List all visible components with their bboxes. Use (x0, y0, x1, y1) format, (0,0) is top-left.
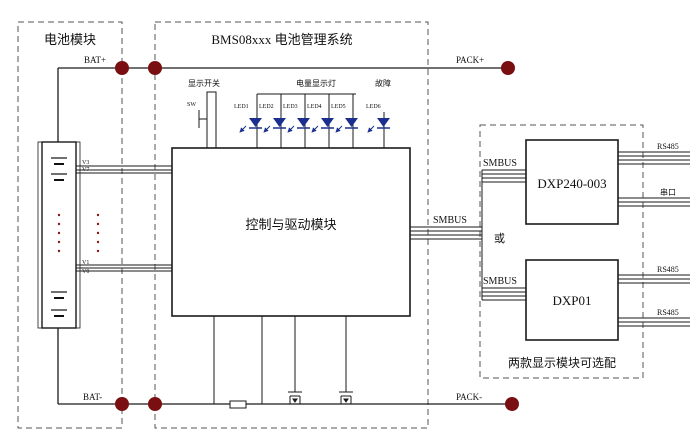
led-4 (311, 118, 334, 133)
battery-module-frame (17, 21, 123, 429)
dxp240-rs485-label: RS485 (657, 142, 679, 151)
led-6 (367, 118, 390, 133)
display-options-frame (479, 124, 644, 379)
battery-pack (37, 141, 100, 329)
smbus-main-label: SMBUS (433, 215, 467, 226)
bat-minus-terminal (115, 397, 129, 411)
pack-plus-terminal (501, 61, 515, 75)
tap-label-v7: V7 (82, 167, 89, 173)
bms-minus-terminal (148, 397, 162, 411)
dxp240-module (525, 139, 619, 225)
fault-title: 故障 (375, 78, 391, 88)
battery-module-title: 电池模块 (44, 33, 96, 48)
mosfet-1 (288, 391, 302, 404)
led-label-3: LED3 (283, 104, 298, 110)
led-2 (263, 118, 286, 133)
led-label-1: LED1 (234, 104, 249, 110)
control-driver-label: 控制与驱动模块 (245, 218, 336, 233)
pack-minus-label: PACK- (456, 392, 482, 402)
led-1 (239, 118, 262, 133)
led-group-title: 电量显示灯 (296, 78, 336, 88)
smbus-dxp01-label: SMBUS (483, 276, 517, 287)
bat-plus-label: BAT+ (84, 55, 106, 65)
control-driver-module (171, 147, 411, 317)
dxp01-module (525, 259, 619, 341)
bms-system-title: BMS08xxx 电池管理系统 (211, 32, 352, 47)
dxp01-rs485-label-1: RS485 (657, 265, 679, 274)
led-3 (287, 118, 310, 133)
tap-label-v1: V1 (82, 260, 89, 266)
led-label-2: LED2 (259, 104, 274, 110)
tap-label-v3: V3 (82, 160, 89, 166)
dxp01-rs485-label-2: RS485 (657, 308, 679, 317)
pack-minus-terminal (505, 397, 519, 411)
switch-name: SW (187, 102, 196, 108)
tap-label-v0: V0 (82, 269, 89, 275)
bat-minus-label: BAT- (83, 392, 102, 402)
display-switch (198, 91, 217, 148)
bms-system-frame (154, 21, 429, 429)
led-5 (335, 118, 358, 133)
smbus-dxp240-label: SMBUS (483, 158, 517, 169)
shunt-resistor (229, 400, 247, 409)
led-label-5: LED5 (331, 104, 346, 110)
led-label-4: LED4 (307, 104, 322, 110)
switch-title: 显示开关 (188, 78, 220, 88)
pack-plus-label: PACK+ (456, 55, 484, 65)
bms-plus-terminal (148, 61, 162, 75)
dxp240-name: DXP240-003 (537, 176, 606, 191)
display-options-title: 两款显示模块可选配 (508, 356, 616, 370)
bat-plus-terminal (115, 61, 129, 75)
or-label: 或 (494, 232, 505, 245)
dxp01-name: DXP01 (552, 293, 591, 308)
dxp240-serial-label: 串口 (660, 188, 676, 197)
led-label-6: LED6 (366, 104, 381, 110)
mosfet-2 (339, 391, 353, 404)
cell-ellipsis (57, 213, 100, 253)
